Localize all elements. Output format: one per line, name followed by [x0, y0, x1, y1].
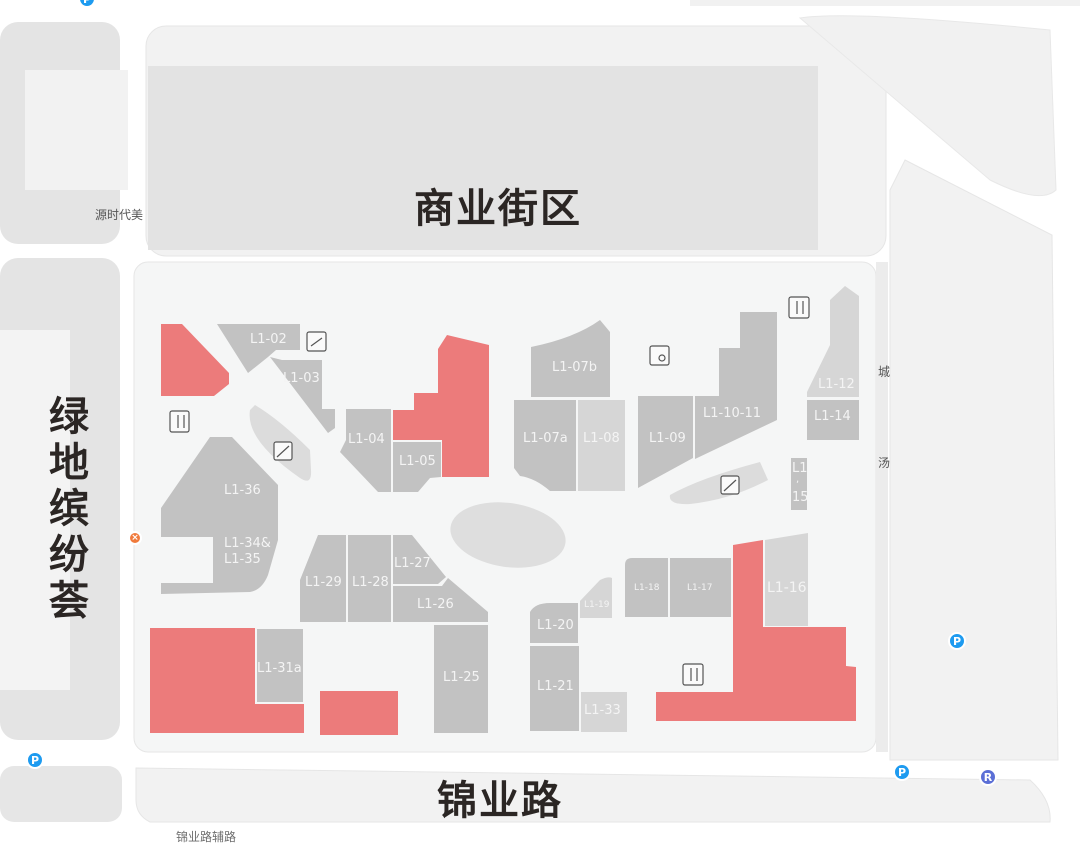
escalator-icon [273, 441, 293, 461]
label-L1-18: L1-18 [634, 583, 660, 593]
label-L1-16: L1-16 [767, 580, 807, 596]
shop-L1-18 [625, 558, 668, 617]
label-L1-26: L1-26 [417, 597, 454, 612]
label-L1-15-c: 15 [792, 490, 809, 505]
shop-L1-12 [807, 286, 859, 397]
poi-label-left: 源时代美 [95, 208, 144, 222]
shop-units[interactable] [161, 312, 859, 733]
label-L1-07a: L1-07a [523, 431, 568, 446]
shop-L1-05 [393, 442, 441, 492]
label-L1-29: L1-29 [305, 575, 342, 590]
elevator-icon [169, 410, 190, 433]
shop-units-light[interactable] [578, 286, 859, 732]
label-L1-28: L1-28 [352, 575, 389, 590]
commercial-street-label: 商业街区 [414, 186, 582, 232]
shop-L1-07b [531, 320, 610, 397]
label-L1-07b: L1-07b [552, 360, 597, 375]
elevator-icon [788, 296, 810, 319]
label-L1-14: L1-14 [814, 409, 851, 424]
shop-L1-31a [257, 629, 303, 702]
shop-L1-19 [580, 577, 612, 618]
shop-L1-25 [434, 625, 488, 733]
label-L1-36: L1-36 [224, 483, 261, 498]
jinye-side-road-label: 锦业路辅路 [176, 830, 237, 844]
label-L1-19: L1-19 [584, 600, 610, 610]
shop-L1-15 [791, 458, 807, 510]
elevator-icon [682, 663, 704, 686]
greenland-mall-label: 绿地缤纷荟 [49, 394, 89, 624]
accessible-restroom-icon [649, 345, 670, 366]
shop-L1-10-11 [695, 312, 777, 459]
label-L1-31a: L1-31a [257, 661, 302, 676]
label-L1-03: L1-03 [283, 371, 320, 386]
shop-L1-02 [217, 324, 300, 373]
shop-L1-29 [300, 535, 346, 622]
label-L1-02: L1-02 [250, 332, 287, 347]
shop-L1-17 [670, 558, 731, 617]
shop-L1-36 [161, 437, 278, 510]
label-L1-09: L1-09 [649, 431, 686, 446]
city-blocks [0, 0, 1080, 823]
escalator-icon [720, 475, 740, 495]
label-L1-05: L1-05 [399, 454, 436, 469]
poi-label-right-2: 汤 [878, 456, 891, 470]
shop-L1-33 [581, 692, 627, 732]
shop-L1-21 [530, 646, 579, 731]
shop-L1-16 [765, 533, 808, 626]
shop-L1-03 [270, 357, 335, 433]
atrium [450, 502, 566, 568]
shop-L1-14 [807, 400, 859, 440]
label-L1-35: L1-35 [224, 552, 261, 567]
poi-orange-pin-icon[interactable]: × [128, 531, 142, 545]
label-L1-27: L1-27 [394, 556, 431, 571]
highlighted-units [150, 324, 856, 735]
label-L1-04: L1-04 [348, 432, 385, 447]
parking-pin-icon[interactable]: P [893, 763, 911, 781]
label-L1-10-11: L1-10-11 [703, 406, 761, 421]
poi-label-right-1: 城 [878, 365, 891, 379]
shop-L1-28 [348, 535, 391, 622]
label-L1-34: L1-34& [224, 536, 271, 551]
label-L1-15-b: , [796, 474, 800, 485]
label-L1-20: L1-20 [537, 618, 574, 633]
shop-L1-27 [393, 535, 446, 584]
escalator-well [669, 462, 768, 505]
label-L1-25: L1-25 [443, 670, 480, 685]
label-L1-08: L1-08 [583, 431, 620, 446]
shop-L1-26 [393, 578, 488, 622]
label-L1-21: L1-21 [537, 679, 574, 694]
jinye-road-label: 锦业路 [437, 778, 563, 824]
shop-L1-09 [638, 396, 693, 488]
shop-L1-07a [514, 400, 576, 491]
parking-pin-icon[interactable]: P [948, 632, 966, 650]
restroom-icon [306, 331, 327, 352]
label-L1-33: L1-33 [584, 703, 621, 718]
facility-icons [169, 296, 810, 686]
shop-L1-20 [530, 603, 578, 643]
label-L1-12: L1-12 [818, 377, 855, 392]
shop-L1-34-35 [161, 508, 278, 594]
shop-L1-08 [578, 400, 625, 491]
park-and-ride-pin-icon[interactable]: R [979, 768, 997, 786]
label-L1-17: L1-17 [687, 583, 713, 593]
parking-pin-icon[interactable]: P [26, 751, 44, 769]
shop-L1-04 [340, 409, 391, 492]
label-L1-15-a: L1 [792, 461, 808, 476]
